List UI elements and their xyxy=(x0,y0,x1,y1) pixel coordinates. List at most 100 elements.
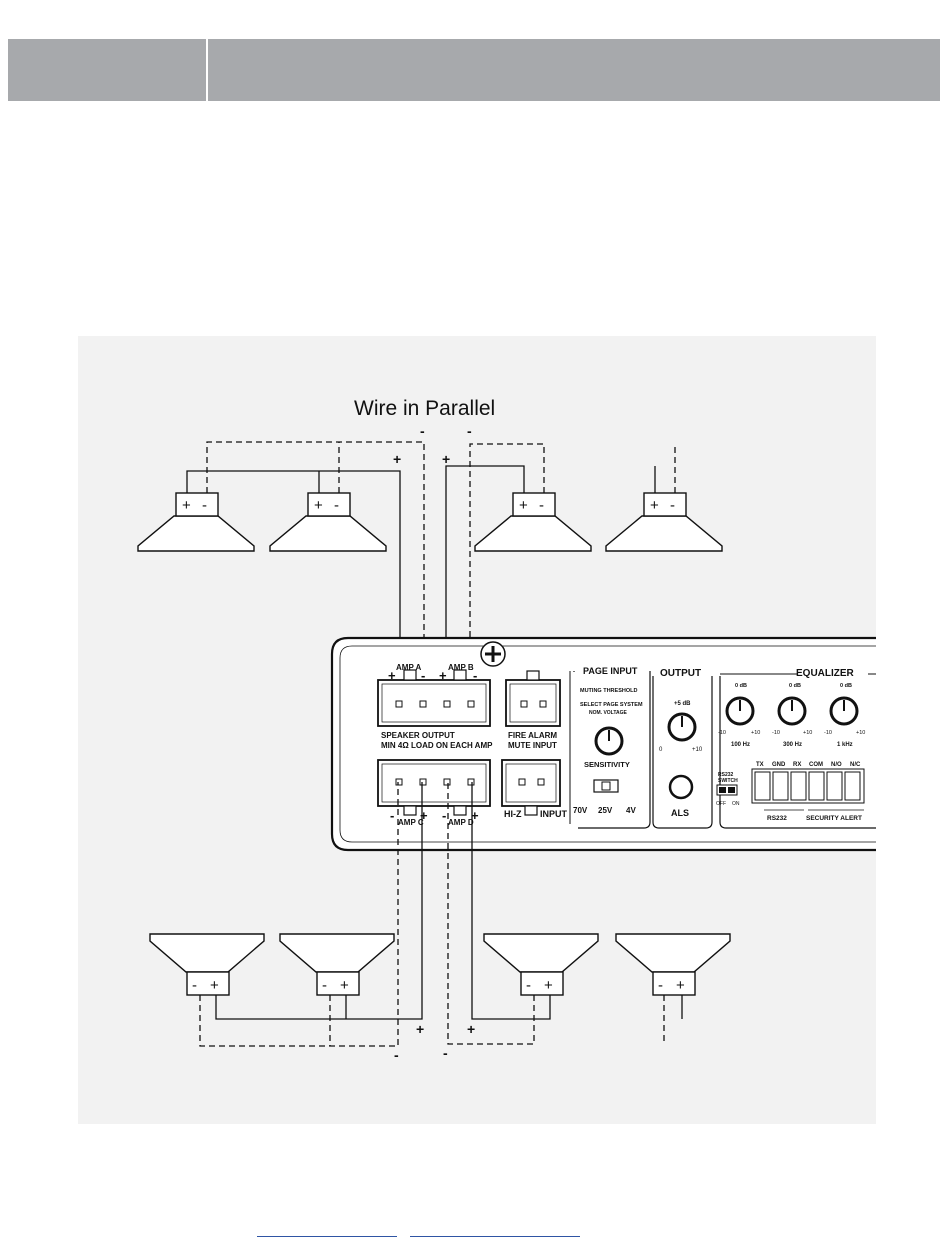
svg-text:RX: RX xyxy=(793,762,801,768)
terminal-block xyxy=(751,768,865,804)
label-hi-z: HI-Z xyxy=(504,809,522,819)
svg-text:TX: TX xyxy=(756,762,764,768)
svg-text:+: + xyxy=(340,977,349,994)
svg-text:-: - xyxy=(526,977,531,994)
svg-text:-: - xyxy=(443,1045,448,1061)
svg-text:+: + xyxy=(519,497,528,514)
svg-text:100 Hz: 100 Hz xyxy=(731,742,750,748)
svg-text:ON: ON xyxy=(732,801,740,807)
wiring-diagram: Wire in Parallel + - + - + - + - xyxy=(78,336,876,1124)
svg-text:+: + xyxy=(544,977,553,994)
page-input-section: PAGE INPUT MUTING THRESHOLD SELECT PAGE … xyxy=(573,666,651,829)
speaker-bottom-2 xyxy=(279,933,395,973)
svg-text:+: + xyxy=(420,808,428,823)
bottom-wire-polarity: + - + - xyxy=(394,1021,475,1063)
label-equalizer: EQUALIZER xyxy=(796,668,855,679)
svg-text:1 kHz: 1 kHz xyxy=(837,742,853,748)
top-negative-wires xyxy=(206,441,676,706)
svg-text:-10: -10 xyxy=(824,730,832,736)
speaker-output-connector-top xyxy=(377,669,491,727)
svg-text:4V: 4V xyxy=(626,806,636,815)
top-terminal-labels: + - + - + - + - xyxy=(182,497,675,514)
svg-text:+: + xyxy=(676,977,685,994)
svg-text:RS232: RS232 xyxy=(767,815,787,822)
label-fire-alarm: FIRE ALARM xyxy=(508,731,557,740)
label-als: ALS xyxy=(671,808,689,818)
label-amp-a: AMP A xyxy=(396,663,422,672)
label-mute-input: MUTE INPUT xyxy=(508,741,557,750)
top-speakers xyxy=(137,492,723,552)
speaker-top-2-terminal xyxy=(307,492,351,517)
svg-text:-: - xyxy=(192,977,197,994)
als-jack[interactable] xyxy=(668,774,694,800)
svg-text:-: - xyxy=(658,977,663,994)
svg-text:-: - xyxy=(334,497,339,514)
label-page-input: PAGE INPUT xyxy=(583,666,638,676)
header-divider xyxy=(206,39,208,101)
label-amp-c: AMP C xyxy=(398,818,424,827)
svg-text:0 dB: 0 dB xyxy=(840,683,852,689)
svg-text:N/C: N/C xyxy=(850,762,861,768)
svg-text:0: 0 xyxy=(659,747,663,753)
svg-text:SWITCH: SWITCH xyxy=(718,778,738,784)
label-input: INPUT xyxy=(540,809,568,819)
speaker-top-1 xyxy=(137,515,255,552)
label-select-page-system: SELECT PAGE SYSTEM xyxy=(580,702,643,708)
speaker-bottom-4 xyxy=(615,933,731,973)
svg-text:SECURITY ALERT: SECURITY ALERT xyxy=(806,815,862,822)
svg-text:+10: +10 xyxy=(692,747,703,753)
svg-text:-: - xyxy=(202,497,207,514)
svg-text:+: + xyxy=(182,497,191,514)
svg-text:-10: -10 xyxy=(718,730,726,736)
speaker-output-connector-bottom xyxy=(377,759,491,816)
svg-text:0 dB: 0 dB xyxy=(735,683,747,689)
fire-alarm-connector xyxy=(505,670,561,727)
header-bar xyxy=(8,39,940,101)
speaker-top-3-terminal xyxy=(512,492,556,517)
svg-text:+: + xyxy=(467,1021,475,1037)
label-amp-d: AMP D xyxy=(448,818,474,827)
svg-text:+: + xyxy=(210,977,219,994)
svg-text:+: + xyxy=(393,451,401,467)
svg-text:-: - xyxy=(421,668,425,683)
diagram-title: Wire in Parallel xyxy=(354,397,495,420)
bottom-speakers xyxy=(149,933,731,996)
footer-link-2[interactable] xyxy=(410,1228,580,1237)
speaker-top-4 xyxy=(605,515,723,552)
label-speaker-output: SPEAKER OUTPUT xyxy=(381,731,455,740)
svg-text:-: - xyxy=(442,808,446,823)
svg-text:+: + xyxy=(650,497,659,514)
speaker-top-1-terminal xyxy=(175,492,219,517)
svg-text:-: - xyxy=(473,668,477,683)
label-output: OUTPUT xyxy=(660,668,701,679)
svg-text:-10: -10 xyxy=(772,730,780,736)
svg-text:-: - xyxy=(467,423,472,439)
svg-text:GND: GND xyxy=(772,762,786,768)
svg-text:-: - xyxy=(322,977,327,994)
speaker-top-2 xyxy=(269,515,387,552)
speaker-bottom-3 xyxy=(483,933,599,973)
svg-text:+10: +10 xyxy=(803,730,812,736)
svg-text:+: + xyxy=(416,1021,424,1037)
svg-text:70V: 70V xyxy=(573,806,588,815)
svg-text:25V: 25V xyxy=(598,806,613,815)
svg-text:OFF: OFF xyxy=(716,801,726,807)
label-min-load: MIN 4Ω LOAD ON EACH AMP xyxy=(381,741,493,750)
footer-link-1[interactable] xyxy=(257,1228,397,1237)
speaker-top-4-terminal xyxy=(643,492,687,517)
svg-text:0 dB: 0 dB xyxy=(789,683,801,689)
top-wire-polarity: + - + - xyxy=(393,423,472,467)
hi-z-input-connector xyxy=(501,759,561,816)
svg-text:N/O: N/O xyxy=(831,762,842,768)
rs232-dip-switch[interactable] xyxy=(716,784,738,796)
top-positive-wires xyxy=(186,465,656,706)
svg-text:+: + xyxy=(471,808,479,823)
svg-text:+: + xyxy=(314,497,323,514)
speaker-top-3 xyxy=(474,515,592,552)
svg-text:+10: +10 xyxy=(751,730,760,736)
equalizer-section: EQUALIZER 0 dB 0 dB 0 dB -10 +10 -10 +10… xyxy=(716,668,876,829)
label-sensitivity: SENSITIVITY xyxy=(584,760,630,769)
bottom-terminal-labels: - + - + - + - + xyxy=(192,977,685,994)
svg-text:+: + xyxy=(442,451,450,467)
svg-text:-: - xyxy=(670,497,675,514)
